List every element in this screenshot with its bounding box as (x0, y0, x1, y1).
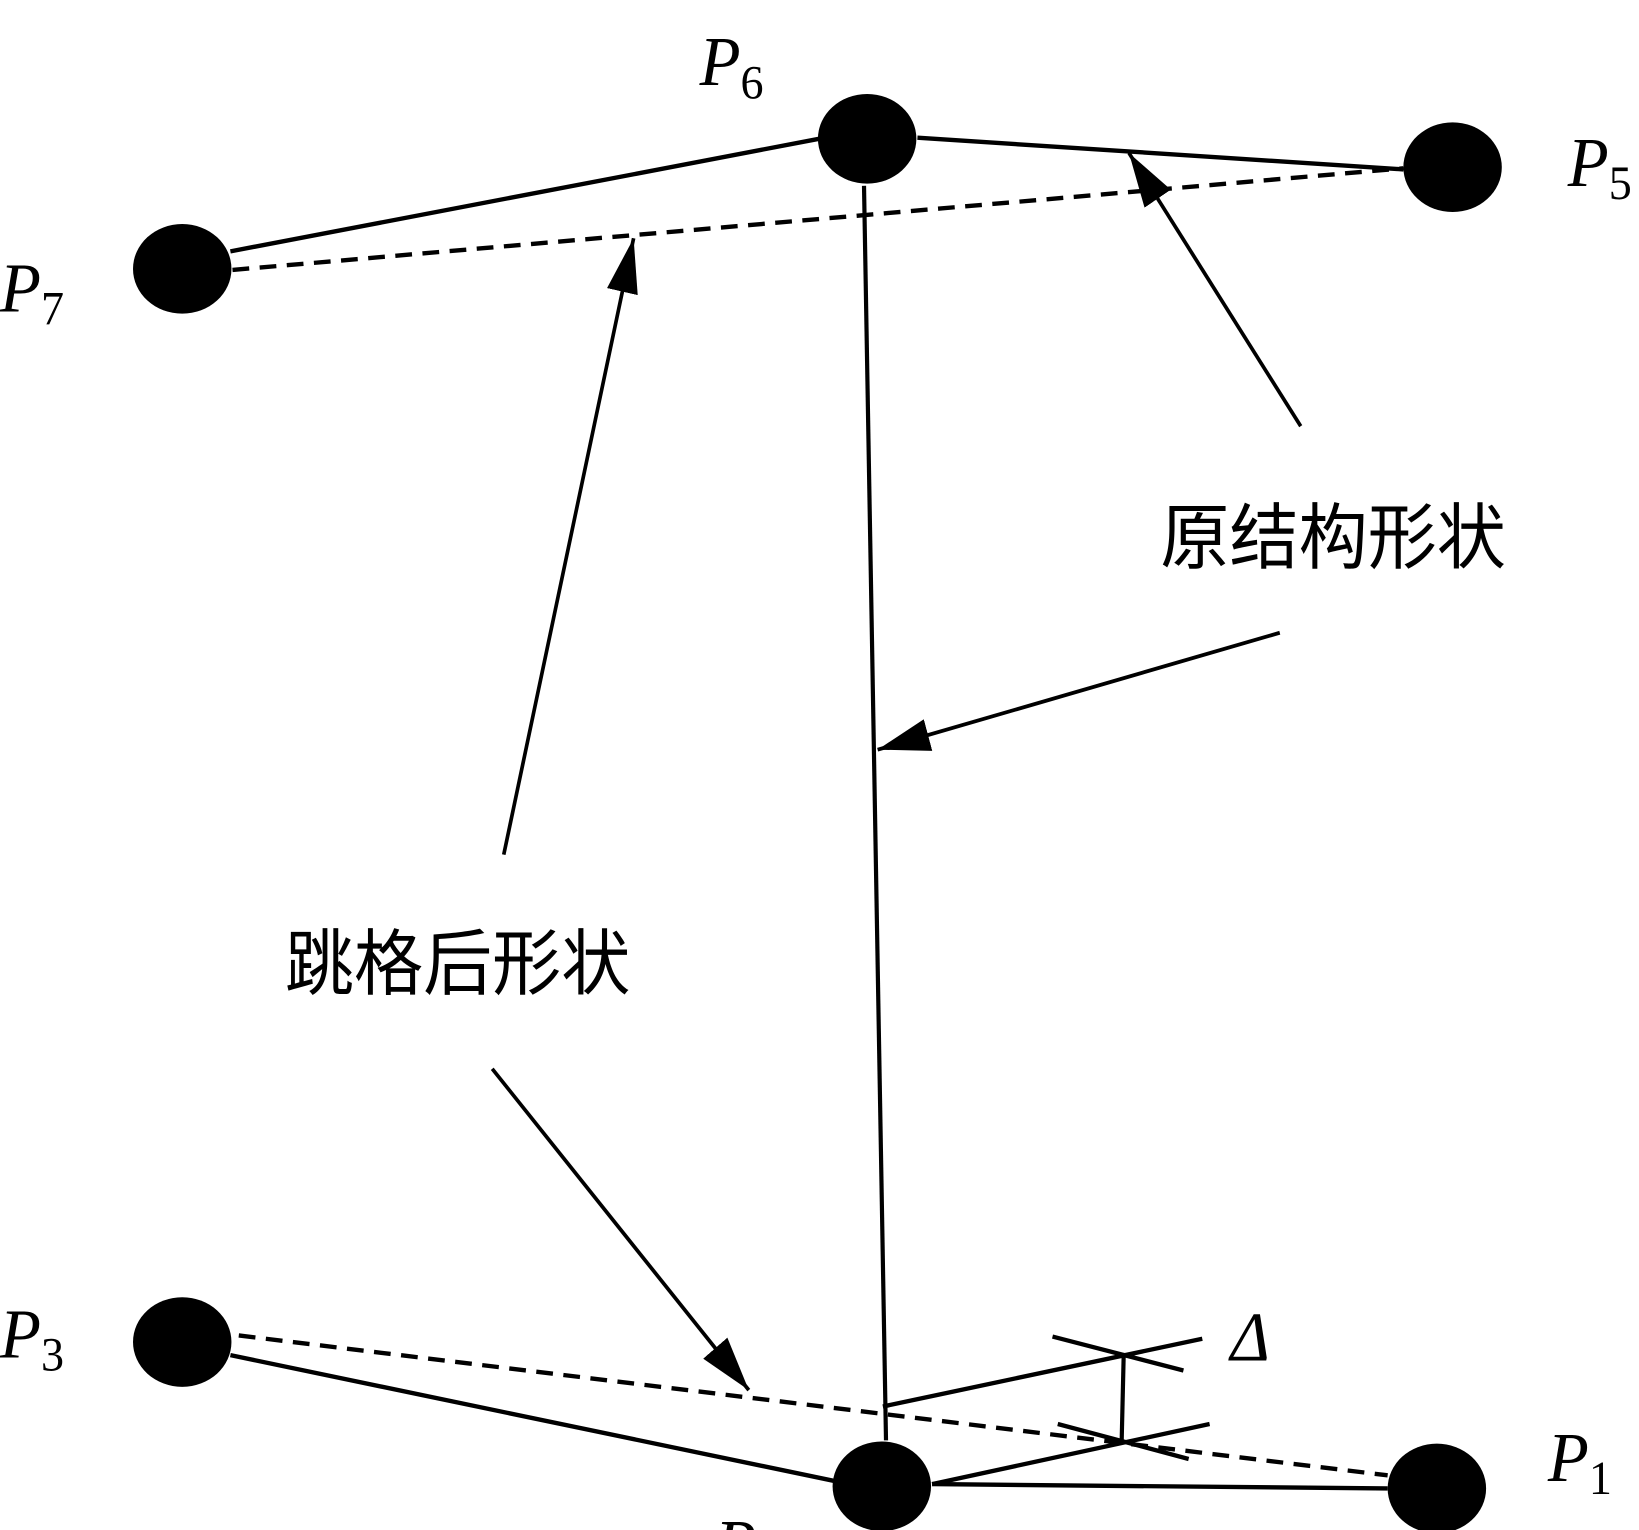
original-edge-p6-p5 (917, 135, 1404, 172)
label-p7: P7 (0, 249, 64, 336)
node-p5 (1403, 122, 1502, 213)
delta-upper-line (882, 1336, 1203, 1409)
label-p6: P6 (699, 23, 764, 110)
arrow-original-vertical (877, 630, 1281, 752)
delta-upper-tick (1052, 1334, 1184, 1373)
label-original-shape: 原结构形状 (1160, 495, 1506, 580)
node-p3 (133, 1297, 232, 1387)
arrow-after-skip-bottom (490, 1067, 751, 1392)
arrow-after-skip-top (501, 237, 638, 856)
delta-dimension-line (1119, 1352, 1126, 1443)
original-edge-p3-p2 (229, 1352, 835, 1483)
label-p3: P3 (0, 1295, 64, 1382)
original-edge-p7-p6 (230, 136, 820, 254)
original-edge-p2-p1 (932, 1481, 1388, 1491)
delta-lower-line (931, 1421, 1211, 1487)
label-p1: P1 (1547, 1419, 1612, 1506)
skip-edge-p3-p1 (238, 1333, 1388, 1478)
node-p7 (133, 224, 232, 314)
label-p2: P2 (714, 1506, 779, 1530)
label-p5: P5 (1567, 124, 1632, 211)
skip-edge-p7-p5 (232, 166, 1404, 273)
label-after-skip-shape: 跳格后形状 (285, 922, 631, 1007)
original-edge-p6-p2 (861, 185, 889, 1441)
node-p1 (1387, 1443, 1487, 1530)
label-delta: Δ (1228, 1298, 1270, 1376)
node-p2 (832, 1441, 932, 1530)
node-p6 (817, 93, 917, 184)
arrow-original-top (1127, 151, 1303, 428)
